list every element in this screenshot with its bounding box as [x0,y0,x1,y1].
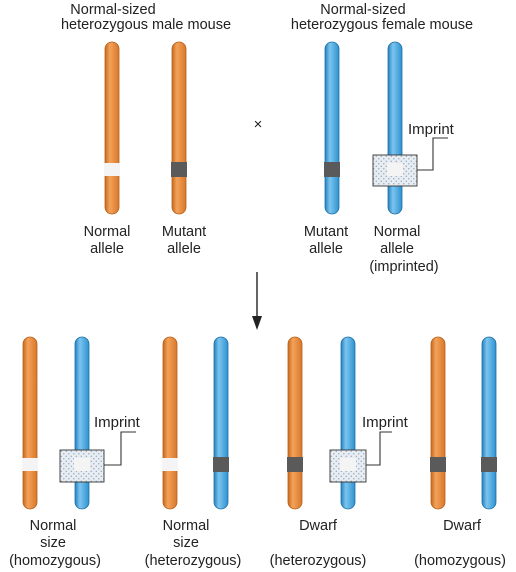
offspring-3-chromosomes [287,336,392,510]
cross-symbol: × [254,116,263,133]
male-allele1-line2: allele [90,241,124,257]
female-allele2-line1: Normal [374,224,421,240]
offspring-2-line2: size [173,535,199,551]
mutant-allele-band [324,162,340,177]
female-title-line2: heterozygous female mouse [291,17,473,33]
normal-allele-band [387,163,403,176]
female-imprinted-chromosome [372,41,448,215]
offspring-1-line2: size [40,535,66,551]
female-allele2-line3: (imprinted) [369,259,438,275]
male-allele1-line1: Normal [84,224,131,240]
offspring-2-chromosomes [162,336,229,510]
offspring-2-line3: (heterozygous) [145,553,242,569]
female-allele1-line2: allele [309,241,343,257]
male-title-line2: heterozygous male mouse [61,17,231,33]
down-arrow-icon [252,272,262,330]
mutant-allele-band [171,162,187,177]
normal-allele-band [104,163,120,176]
offspring-2-line1: Normal [163,518,210,534]
offspring-4-chromosomes [430,336,497,510]
male-title-line1: Normal-sized [70,2,155,18]
male-normal-chromosome [104,41,120,215]
offspring-4-line3: (homozygous) [414,553,506,569]
offspring-3-line1: Dwarf [299,518,338,534]
imprint-callout-line [417,137,448,171]
offspring-4-line1: Dwarf [443,518,482,534]
female-allele2-line2: allele [380,241,414,257]
offspring-3-line3: (heterozygous) [270,553,367,569]
offspring-1-chromosomes [22,336,136,510]
male-allele2-line2: allele [167,241,201,257]
male-allele2-line1: Mutant [162,224,206,240]
offspring-3-imprint-label: Imprint [362,414,409,431]
offspring-1-imprint-label: Imprint [94,414,141,431]
offspring-1-line1: Normal [30,518,77,534]
female-title-line1: Normal-sized [320,2,405,18]
offspring-1-line3: (homozygous) [9,553,101,569]
female-imprint-label: Imprint [408,121,455,138]
male-mutant-chromosome [171,41,187,215]
female-allele1-line1: Mutant [304,224,348,240]
female-mutant-chromosome [324,41,340,215]
